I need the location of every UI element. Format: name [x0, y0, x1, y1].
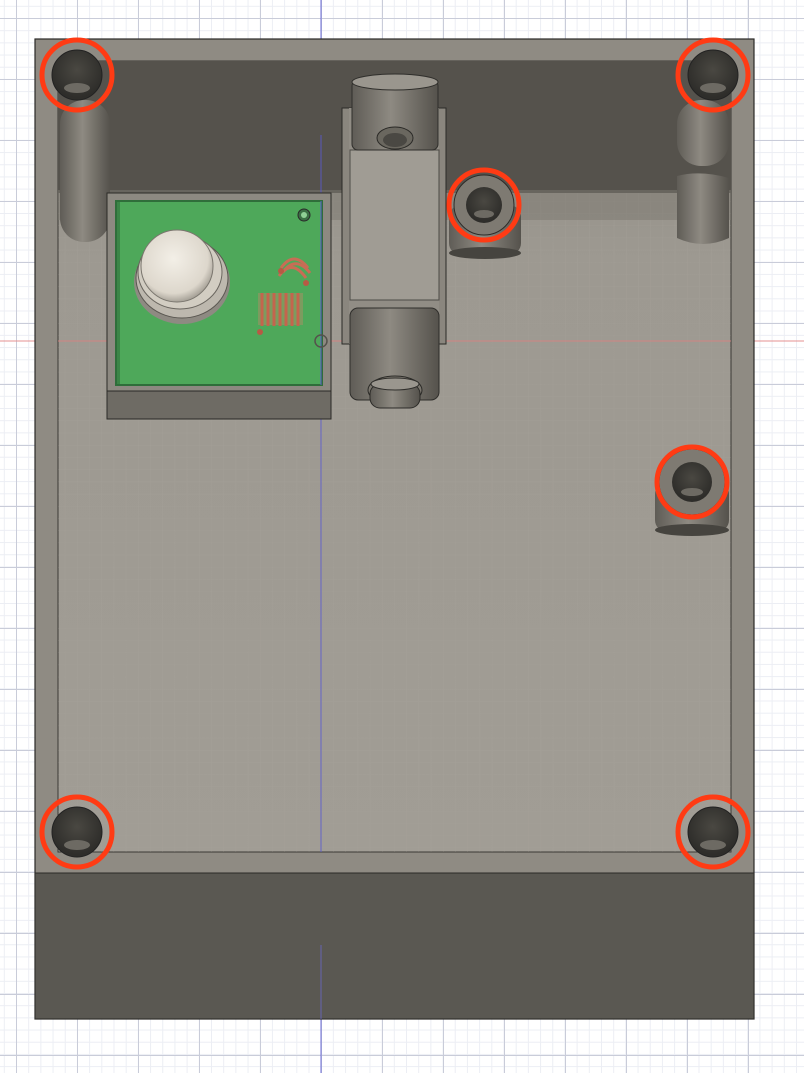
standoff-column-top-right	[677, 100, 729, 166]
standoff-column-right-lower	[677, 173, 729, 244]
screw-hole-top-left[interactable]	[51, 49, 103, 101]
front-wall-face	[34, 872, 755, 1020]
standoff-right-middle[interactable]	[655, 448, 729, 536]
screw-hole-bottom-left[interactable]	[51, 806, 103, 858]
highlight-ring-right-middle	[654, 444, 730, 520]
highlight-ring-bottom-right	[675, 794, 751, 870]
screw-hole-bottom-right[interactable]	[687, 806, 739, 858]
highlight-ring-top-left	[39, 37, 115, 113]
highlight-ring-bottom-left	[39, 794, 115, 870]
large-coil	[257, 293, 303, 335]
origin-marker[interactable]	[314, 334, 328, 348]
highlight-ring-center-top	[446, 167, 522, 243]
pcb-module[interactable]	[106, 192, 332, 420]
screw-hole-top-right[interactable]	[687, 49, 739, 101]
standoff-center-top[interactable]	[449, 174, 521, 259]
capacitor-can	[134, 229, 230, 324]
small-coil	[277, 257, 312, 286]
highlight-ring-top-right	[675, 37, 751, 113]
standoff-column-top-left	[60, 100, 110, 242]
barrel-connector[interactable]	[341, 73, 447, 409]
highlight-rings	[39, 37, 751, 870]
